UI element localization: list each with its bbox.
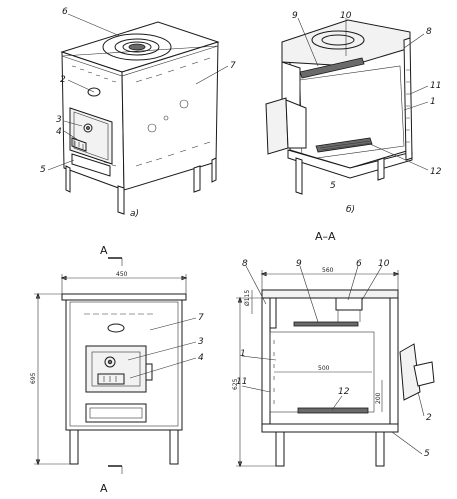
label-9-sect: 9	[296, 259, 302, 269]
label-1-b: 1	[430, 97, 436, 107]
label-3-a: 3	[56, 115, 62, 125]
section-marker-bottom: А	[100, 482, 108, 495]
dim-pipe: Ø115	[244, 290, 251, 306]
label-11-sect: 11	[236, 377, 247, 387]
dim-depth-side: 560	[322, 267, 334, 274]
label-1-sect: 1	[240, 349, 246, 359]
section-view	[236, 270, 435, 468]
label-8-b: 8	[426, 27, 432, 37]
label-4-front: 4	[198, 353, 204, 363]
dim-width-front: 450	[116, 271, 128, 278]
label-5-a: 5	[40, 165, 46, 175]
hob-ring-outer	[102, 33, 172, 61]
label-12-sect: 12	[338, 387, 350, 397]
label-2-sect: 2	[426, 413, 432, 423]
label-10-sect: 10	[378, 259, 390, 269]
label-8-sect: 8	[242, 259, 248, 269]
label-12-b: 12	[430, 167, 442, 177]
label-3-front: 3	[198, 337, 204, 347]
front-view	[34, 257, 188, 474]
label-10-b: 10	[340, 11, 352, 21]
iso-view-b	[265, 19, 413, 195]
label-7-a: 7	[230, 61, 236, 71]
dim-inner-width: 500	[318, 365, 330, 372]
part-labels: 6 7 2 3 4 5 a) 9 10 8 11 1 12 5 б) А–А А…	[40, 7, 442, 495]
label-7-front: 7	[198, 313, 204, 323]
iso-view-a	[60, 21, 220, 215]
label-5-b: 5	[330, 181, 336, 191]
leader-lines	[47, 13, 429, 455]
label-9-b: 9	[292, 11, 298, 21]
section-title: А–А	[315, 230, 336, 243]
door-open	[265, 97, 289, 155]
section-marker-top: А	[100, 244, 108, 257]
dimension-text: 450 695 560 625 Ø115 500 200	[30, 267, 382, 404]
caption-b: б)	[346, 205, 355, 215]
label-4-a: 4	[56, 127, 62, 137]
dim-inner-height: 200	[375, 392, 382, 404]
dim-height-side: 625	[232, 378, 239, 390]
caption-a: a)	[130, 209, 139, 219]
label-11-b: 11	[430, 81, 441, 91]
label-5-sect: 5	[424, 449, 430, 459]
label-6-a: 6	[62, 7, 68, 17]
front-door	[85, 345, 147, 393]
label-2-a: 2	[60, 75, 66, 85]
label-6-sect: 6	[356, 259, 362, 269]
dim-height-front: 695	[30, 372, 37, 384]
